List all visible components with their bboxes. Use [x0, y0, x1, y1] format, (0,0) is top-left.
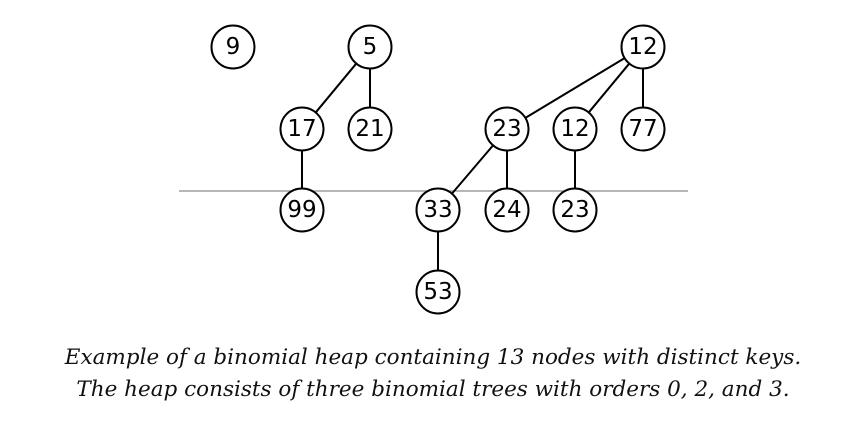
heap-node-t2_c21: 21 [347, 106, 393, 152]
node-key: 12 [628, 34, 657, 60]
heap-node-t3_c33: 33 [415, 187, 461, 233]
node-circle [347, 106, 393, 152]
node-circle [484, 187, 530, 233]
node-circle [279, 187, 325, 233]
node-key: 77 [628, 116, 657, 142]
node-circle [552, 187, 598, 233]
node-key: 12 [560, 116, 589, 142]
node-circle [347, 24, 393, 70]
heap-node-t0_root: 9 [210, 24, 256, 70]
caption-line-1: Example of a binomial heap containing 13… [64, 345, 802, 370]
caption-line-2: The heap consists of three binomial tree… [76, 377, 790, 402]
heap-node-t3_c12: 12 [552, 106, 598, 152]
node-key: 21 [355, 116, 384, 142]
node-circle [415, 187, 461, 233]
node-circle [210, 24, 256, 70]
heap-node-t2_c99: 99 [279, 187, 325, 233]
node-key: 5 [363, 34, 378, 60]
heap-node-t3_c23: 23 [484, 106, 530, 152]
node-circle [279, 106, 325, 152]
heap-node-t3_c23b: 23 [552, 187, 598, 233]
node-key: 23 [560, 197, 589, 223]
node-circle [620, 24, 666, 70]
node-key: 17 [287, 116, 316, 142]
heap-node-t3_c24: 24 [484, 187, 530, 233]
node-key: 99 [287, 197, 316, 223]
node-key: 9 [226, 34, 241, 60]
node-key: 24 [492, 197, 521, 223]
heap-node-t2_c17: 17 [279, 106, 325, 152]
nodes-layer: 9 5 17 21 99 12 23 12 77 33 24 23 53 [210, 24, 666, 315]
heap-node-t3_c53: 53 [415, 269, 461, 315]
edge-t3_root-to-t3_c23 [524, 57, 626, 119]
edge-t2_root-to-t2_c17 [314, 62, 358, 114]
node-circle [484, 106, 530, 152]
node-circle [415, 269, 461, 315]
edges-layer [301, 57, 644, 271]
node-key: 23 [492, 116, 521, 142]
heap-node-t2_root: 5 [347, 24, 393, 70]
node-key: 33 [423, 197, 452, 223]
heap-node-t3_c77: 77 [620, 106, 666, 152]
heap-node-t3_root: 12 [620, 24, 666, 70]
node-key: 53 [423, 279, 452, 305]
node-circle [620, 106, 666, 152]
node-circle [552, 106, 598, 152]
binomial-heap-diagram: 9 5 17 21 99 12 23 12 77 33 24 23 53 [179, 24, 688, 315]
edge-t3_c23-to-t3_c33 [451, 144, 494, 195]
edge-t3_root-to-t3_c12 [587, 62, 631, 114]
caption: Example of a binomial heap containing 13… [0, 342, 866, 406]
